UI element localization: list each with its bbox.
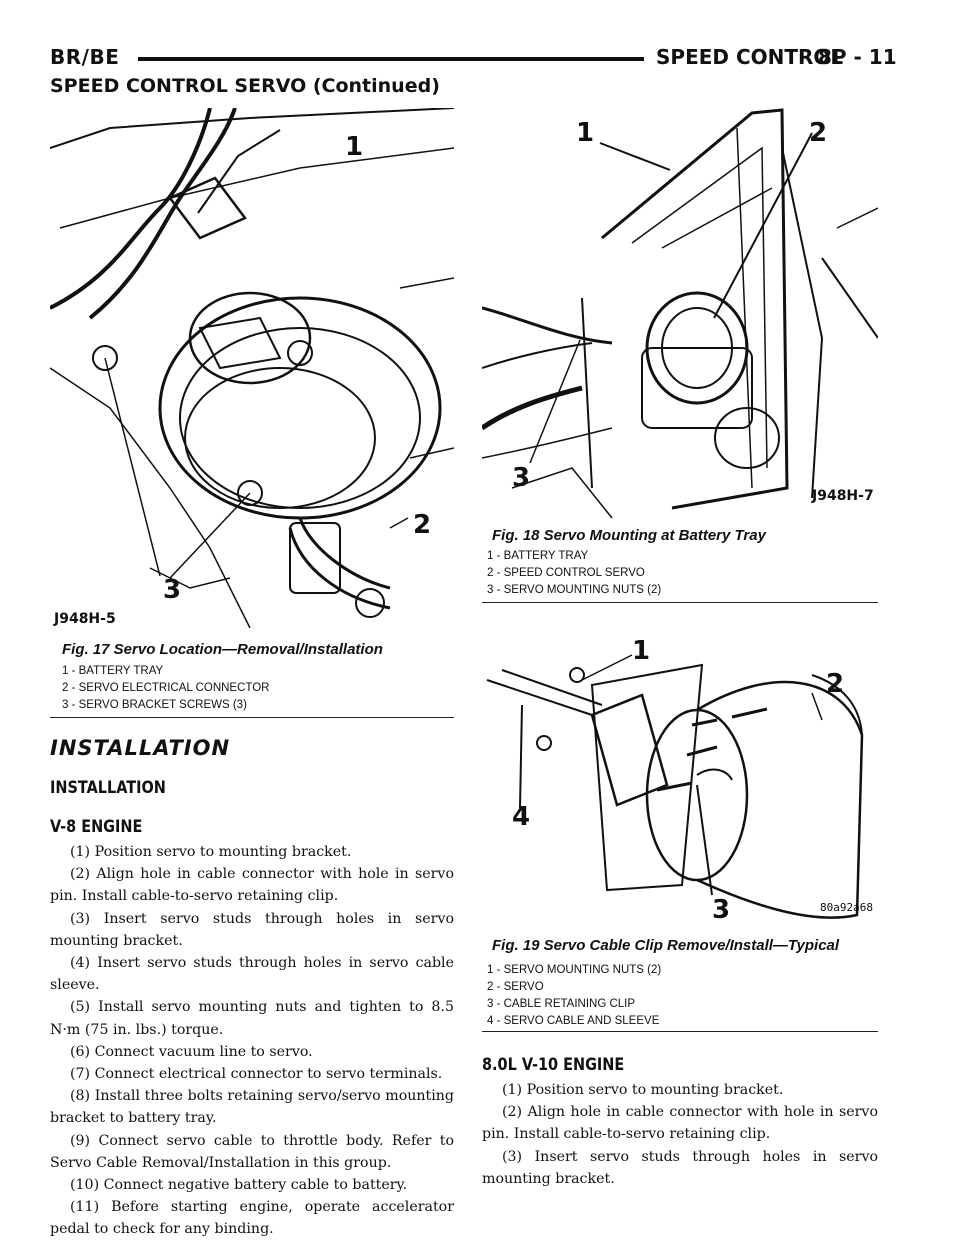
page-number: 8P - 11 (818, 45, 897, 69)
fig19-legend: 1 - SERVO MOUNTING NUTS (2) 2 - SERVO 3 … (487, 962, 661, 1030)
step: (8) Install three bolts retaining servo/… (50, 1088, 454, 1127)
fig19-legend-item: 3 - CABLE RETAINING CLIP (487, 998, 636, 1010)
fig17-callout-1: 1 (345, 132, 363, 162)
fig19-callout-1: 1 (632, 636, 650, 666)
fig17-legend-item: 2 - SERVO ELECTRICAL CONNECTOR (62, 682, 270, 694)
fig19-code: 80a92a68 (820, 901, 873, 914)
fig17-illustration: 1 2 3 J948H-5 (50, 108, 454, 628)
subsection-heading: INSTALLATION (50, 778, 166, 798)
step: (9) Connect servo cable to throttle body… (50, 1132, 454, 1171)
step: (3) Insert servo studs through holes in … (482, 1148, 878, 1187)
step: (2) Align hole in cable connector with h… (482, 1104, 878, 1143)
fig17-legend-item: 3 - SERVO BRACKET SCREWS (3) (62, 699, 247, 711)
fig19-rule (482, 1031, 878, 1032)
fig18-legend-item: 3 - SERVO MOUNTING NUTS (2) (487, 584, 662, 596)
fig18-title: Fig. 18 Servo Mounting at Battery Tray (492, 527, 766, 544)
step: (7) Connect electrical connector to serv… (70, 1066, 443, 1083)
step: (1) Position servo to mounting bracket. (502, 1082, 784, 1098)
step: (5) Install servo mounting nuts and tigh… (50, 999, 454, 1038)
fig19-callout-2: 2 (826, 669, 844, 699)
step: (3) Insert servo studs through holes in … (50, 910, 454, 949)
fig19-legend-item: 1 - SERVO MOUNTING NUTS (2) (487, 964, 662, 976)
step: (4) Insert servo studs through holes in … (50, 955, 454, 994)
step: (10) Connect negative battery cable to b… (70, 1177, 408, 1194)
section-heading: INSTALLATION (50, 736, 231, 760)
header-section-title: SPEED CONTROL (656, 45, 844, 69)
fig18-callout-3: 3 (512, 463, 530, 493)
step: (6) Connect vacuum line to servo. (70, 1043, 313, 1060)
v10-steps: (1) Position servo to mounting bracket. … (482, 1079, 878, 1190)
fig17-callout-2: 2 (413, 510, 431, 540)
fig18-rule (482, 602, 878, 603)
v8-engine-heading: V-8 ENGINE (50, 817, 143, 837)
fig18-illustration: 1 2 3 J948H-7 (482, 108, 878, 520)
fig18-code: J948H-7 (811, 488, 874, 504)
fig17-legend-item: 1 - BATTERY TRAY (62, 665, 164, 677)
fig17-code: J948H-5 (53, 611, 116, 627)
fig18-callout-1: 1 (576, 118, 594, 148)
header-section-code: BR/BE (50, 45, 120, 69)
fig18-legend: 1 - BATTERY TRAY 2 - SPEED CONTROL SERVO… (487, 548, 661, 599)
step: (2) Align hole in cable connector with h… (50, 866, 454, 905)
fig19-callout-3: 3 (712, 895, 730, 925)
v8-steps: (1) Position servo to mounting bracket. … (50, 841, 454, 1241)
v10-engine-heading: 8.0L V-10 ENGINE (482, 1055, 625, 1075)
fig19-title: Fig. 19 Servo Cable Clip Remove/Install—… (492, 937, 840, 954)
step: (11) Before starting engine, operate acc… (50, 1199, 454, 1238)
continued-heading: SPEED CONTROL SERVO (Continued) (50, 75, 440, 97)
fig17-legend: 1 - BATTERY TRAY 2 - SERVO ELECTRICAL CO… (62, 663, 269, 714)
fig19-callout-4: 4 (512, 802, 530, 832)
fig18-legend-item: 2 - SPEED CONTROL SERVO (487, 567, 645, 579)
fig19-illustration: 1 2 3 4 80a92a68 (482, 625, 878, 930)
fig17-rule (50, 717, 454, 718)
header-rule (138, 57, 644, 61)
fig17-title: Fig. 17 Servo Location—Removal/Installat… (62, 641, 383, 658)
fig17-callout-3: 3 (163, 575, 181, 605)
fig18-legend-item: 1 - BATTERY TRAY (487, 550, 589, 562)
fig19-legend-item: 2 - SERVO (487, 981, 544, 993)
fig18-callout-2: 2 (809, 118, 827, 148)
step: (1) Position servo to mounting bracket. (70, 844, 352, 860)
fig19-legend-item: 4 - SERVO CABLE AND SLEEVE (487, 1015, 660, 1027)
